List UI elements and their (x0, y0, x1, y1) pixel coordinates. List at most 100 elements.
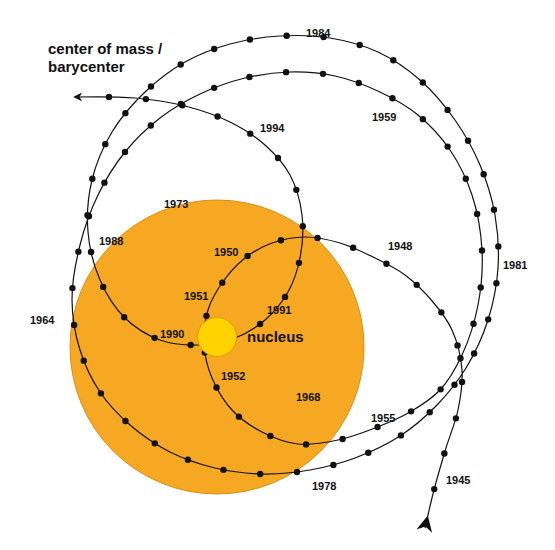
year-dot (257, 321, 263, 327)
year-dot (143, 96, 149, 102)
year-dot (220, 467, 226, 473)
year-dot (356, 80, 362, 86)
year-dot (357, 42, 363, 48)
year-dot (444, 107, 450, 113)
year-dot (431, 486, 437, 492)
year-dot (257, 471, 263, 477)
barycenter-track (72, 35, 498, 528)
year-dot (495, 243, 501, 249)
year-dot (101, 179, 107, 185)
year-dot (300, 223, 306, 229)
year-label: 1951 (184, 290, 208, 302)
year-dot (177, 61, 183, 67)
year-label: 1988 (99, 235, 123, 247)
year-dot (444, 143, 450, 149)
year-dot (294, 469, 300, 475)
year-dot (179, 102, 185, 108)
year-dot (214, 113, 220, 119)
year-dot (98, 390, 104, 396)
year-dot (278, 237, 284, 243)
year-dot (474, 211, 480, 217)
year-dot (88, 249, 94, 255)
year-label: 1981 (503, 259, 527, 271)
year-dot (420, 116, 426, 122)
year-dot (89, 176, 95, 182)
year-dot (479, 247, 485, 253)
year-dot (457, 355, 463, 361)
year-label: 1994 (260, 122, 284, 134)
nucleus-circle: nucleus (197, 317, 307, 357)
year-label: 1964 (30, 314, 54, 326)
year-label: 1973 (164, 198, 188, 210)
year-dot (441, 450, 447, 456)
year-dot (365, 449, 371, 455)
year-dot (283, 69, 289, 75)
year-dot (213, 384, 219, 390)
nucleus-label: nucleus (247, 328, 304, 345)
track-title: center of mass / barycenter (48, 40, 173, 76)
year-dot (459, 379, 465, 385)
year-dot (330, 462, 336, 468)
year-dot (122, 149, 128, 155)
year-dot (427, 409, 433, 415)
sun-disc (70, 200, 364, 494)
year-dot (102, 141, 108, 147)
year-dot (478, 284, 484, 290)
year-dot (246, 74, 252, 80)
year-dot (437, 386, 443, 392)
year-dot (463, 176, 469, 182)
year-label: 1959 (372, 111, 396, 123)
year-label: 1968 (296, 391, 320, 403)
year-dot (211, 85, 217, 91)
year-dot (81, 357, 87, 363)
year-label: 1948 (388, 240, 412, 252)
year-dot (152, 440, 158, 446)
year-dot (122, 418, 128, 424)
year-dot (485, 316, 491, 322)
year-dot (296, 260, 302, 266)
year-dot (320, 71, 326, 77)
year-dot (148, 83, 154, 89)
year-label: 1978 (312, 480, 336, 492)
year-dot (303, 441, 309, 447)
year-dot (187, 342, 193, 348)
year-dot (420, 79, 426, 85)
year-label: 1991 (267, 304, 291, 316)
year-dot (244, 253, 250, 259)
year-dot (100, 284, 106, 290)
year-dot (211, 46, 217, 52)
year-dot (121, 314, 127, 320)
year-dot (247, 130, 253, 136)
track-dots (69, 32, 501, 492)
year-dot (106, 94, 112, 100)
year-dot (219, 279, 225, 285)
year-dot (84, 212, 90, 218)
year-dot (408, 408, 414, 414)
year-label: 1990 (160, 328, 184, 340)
year-dot (389, 95, 395, 101)
year-dot (470, 320, 476, 326)
year-dot (453, 415, 459, 421)
year-dot (293, 187, 299, 193)
year-dot (350, 245, 356, 251)
year-dot (185, 457, 191, 463)
year-label: 1984 (306, 27, 330, 39)
year-label: 1952 (221, 370, 245, 382)
year-dot (69, 285, 75, 291)
year-dot (414, 282, 420, 288)
year-dot (451, 382, 457, 388)
year-dot (122, 110, 128, 116)
year-dot (267, 433, 273, 439)
year-dot (339, 436, 345, 442)
year-dot (383, 261, 389, 267)
year-label: 1945 (446, 474, 470, 486)
year-label: 1950 (214, 246, 238, 258)
year-label: 1955 (371, 412, 395, 424)
year-dot (390, 57, 396, 63)
year-dot (283, 32, 289, 38)
year-dot (374, 424, 380, 430)
year-dot (471, 350, 477, 356)
year-dot (465, 137, 471, 143)
